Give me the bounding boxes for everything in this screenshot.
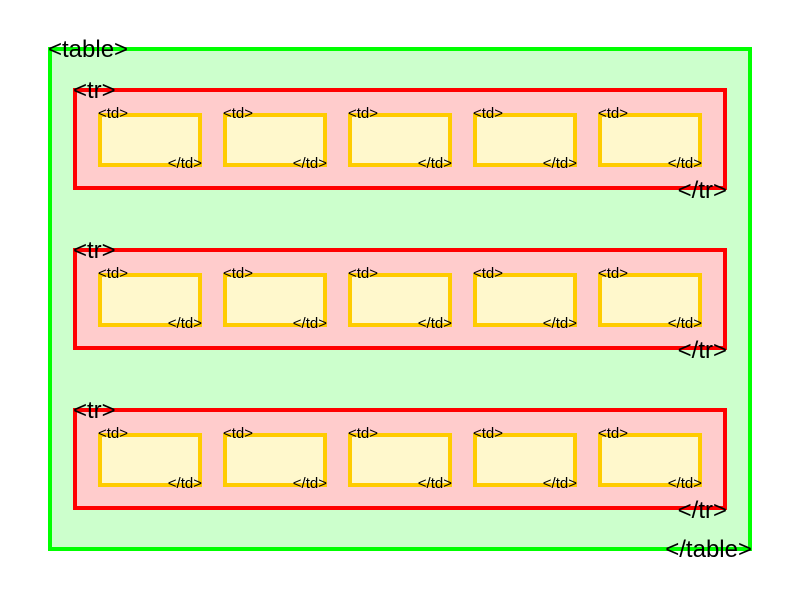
td-close-tag: </td>: [167, 475, 202, 492]
td-close-tag: </td>: [167, 155, 202, 172]
table-cell-box: [98, 113, 202, 167]
table-cell-box: [223, 433, 327, 487]
table-cell-box: [598, 113, 702, 167]
td-close-tag: </td>: [292, 315, 327, 332]
td-open-tag: <td>: [598, 265, 629, 282]
td-open-tag: <td>: [98, 265, 129, 282]
tr-open-tag: <tr>: [73, 77, 116, 104]
td-close-tag: </td>: [542, 475, 577, 492]
table-cell-box: [473, 433, 577, 487]
tr-close-tag: </tr>: [677, 337, 727, 364]
td-open-tag: <td>: [473, 425, 504, 442]
table-cell-box: [598, 273, 702, 327]
td-close-tag: </td>: [667, 155, 702, 172]
table-cell-box: [348, 113, 452, 167]
td-open-tag: <td>: [348, 105, 379, 122]
table-cell-box: [473, 113, 577, 167]
table-cell-box: [223, 273, 327, 327]
tr-open-tag: <tr>: [73, 237, 116, 264]
tr-close-tag: </tr>: [677, 497, 727, 524]
td-open-tag: <td>: [598, 425, 629, 442]
table-cell-box: [98, 273, 202, 327]
table-cell-box: [598, 433, 702, 487]
tr-close-tag: </tr>: [677, 177, 727, 204]
td-open-tag: <td>: [348, 425, 379, 442]
tr-open-tag: <tr>: [73, 397, 116, 424]
td-open-tag: <td>: [223, 265, 254, 282]
table-cell-box: [98, 433, 202, 487]
td-open-tag: <td>: [223, 105, 254, 122]
td-open-tag: <td>: [473, 265, 504, 282]
table-cell-box: [473, 273, 577, 327]
td-close-tag: </td>: [292, 475, 327, 492]
td-open-tag: <td>: [598, 105, 629, 122]
td-close-tag: </td>: [667, 315, 702, 332]
td-close-tag: </td>: [292, 155, 327, 172]
td-close-tag: </td>: [417, 475, 452, 492]
table-cell-box: [348, 273, 452, 327]
table-open-tag: <table>: [48, 36, 129, 63]
td-close-tag: </td>: [542, 315, 577, 332]
td-open-tag: <td>: [348, 265, 379, 282]
td-open-tag: <td>: [98, 105, 129, 122]
td-close-tag: </td>: [417, 315, 452, 332]
td-close-tag: </td>: [167, 315, 202, 332]
td-open-tag: <td>: [473, 105, 504, 122]
table-cell-box: [223, 113, 327, 167]
td-open-tag: <td>: [223, 425, 254, 442]
td-close-tag: </td>: [417, 155, 452, 172]
td-close-tag: </td>: [542, 155, 577, 172]
table-close-tag: </table>: [665, 536, 752, 563]
td-close-tag: </td>: [667, 475, 702, 492]
td-open-tag: <td>: [98, 425, 129, 442]
table-cell-box: [348, 433, 452, 487]
